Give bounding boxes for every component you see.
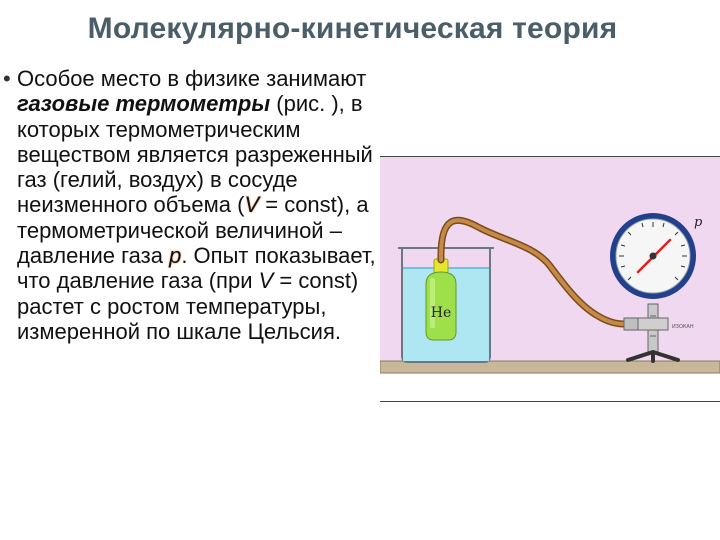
table-shelf (379, 360, 720, 374)
pressure-gauge (610, 213, 696, 299)
variable-p: p (169, 243, 182, 269)
variable-v: V (244, 192, 260, 218)
text-run: . Опыт показывает, что давление газа (пр… (17, 243, 376, 294)
body-paragraph: Особое место в физике занимают газовые т… (17, 66, 387, 344)
text-run: = const) растет с ростом температуры, из… (17, 268, 359, 344)
gas-bulb (425, 258, 457, 341)
text-run: Особое место в физике занимают (17, 66, 367, 91)
gas-label: He (431, 305, 452, 321)
bullet-marker: • (3, 66, 11, 91)
svg-text:ИЗОКАН: ИЗОКАН (672, 324, 694, 330)
term-gas-thermometers: газовые термометры (17, 91, 271, 117)
gas-thermometer-illustration: He ИЗОКАН (379, 156, 720, 402)
text-run: = const), а термометрической величиной –… (17, 192, 369, 269)
gauge-label: p (694, 215, 703, 230)
slide-title: Молекулярно-кинетическая теория (87, 12, 618, 45)
gas-thermometer-figure: He ИЗОКАН (379, 156, 720, 406)
gauge-stand: ИЗОКАН (623, 303, 694, 363)
variable-v-2: V (258, 268, 274, 294)
text-run: (рис. ), в которых термометрическим веще… (17, 91, 373, 218)
